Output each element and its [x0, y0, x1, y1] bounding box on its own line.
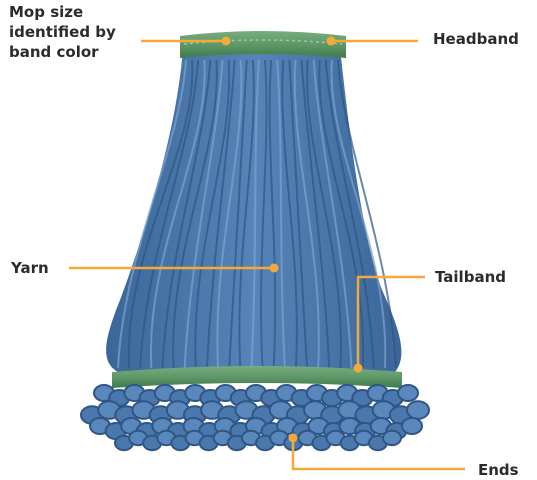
label-mop-size: Mop size identified by band color	[9, 2, 116, 62]
label-headband: Headband	[433, 29, 519, 49]
yarn-loop	[402, 418, 422, 434]
dot-yarn	[270, 264, 279, 273]
yarn-loop	[407, 401, 429, 419]
label-tailband: Tailband	[435, 267, 506, 287]
dot-ends	[289, 434, 298, 443]
dot-size	[222, 37, 231, 46]
yarn-loop	[398, 385, 418, 401]
label-mop-size-line3: band color	[9, 42, 116, 62]
label-yarn: Yarn	[11, 258, 49, 278]
dot-headband	[327, 37, 336, 46]
label-mop-size-line1: Mop size	[9, 2, 116, 22]
dot-tailband	[354, 364, 363, 373]
yarn-loop	[383, 431, 401, 445]
label-ends: Ends	[478, 460, 519, 480]
mop-headband	[180, 31, 346, 58]
mop-ends	[81, 385, 429, 450]
label-mop-size-line2: identified by	[9, 22, 116, 42]
